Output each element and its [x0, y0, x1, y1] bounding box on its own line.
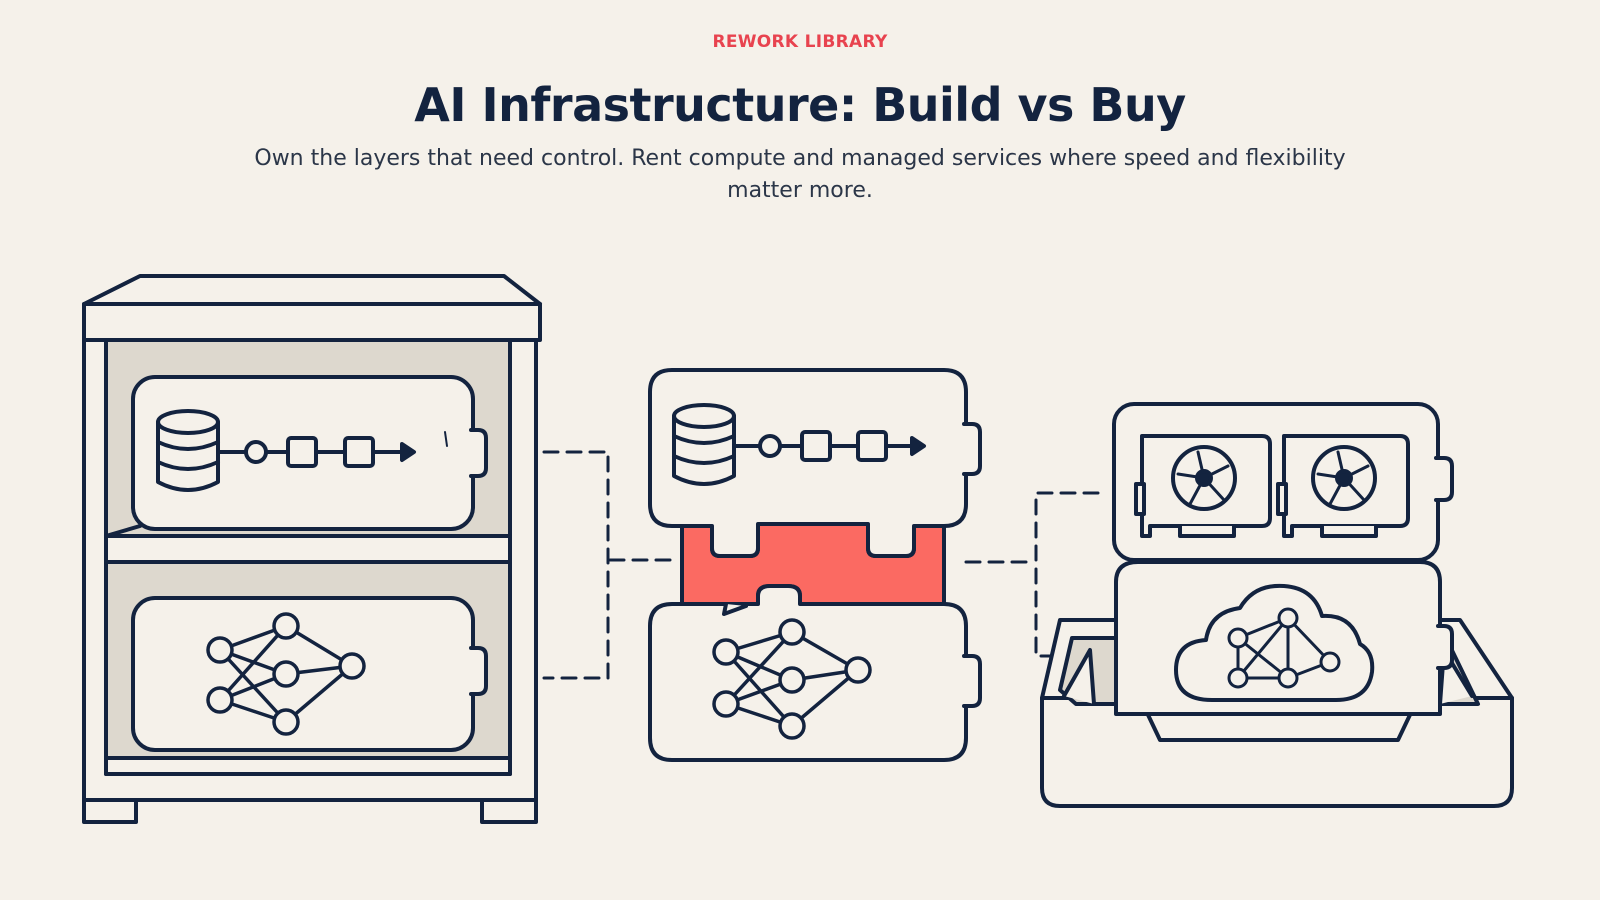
- cloud-network-icon: [1174, 583, 1375, 702]
- owned-data-pipeline-module: [131, 375, 488, 531]
- cabinet-shelf: [104, 534, 512, 564]
- hybrid-model-module: [648, 584, 982, 762]
- managed-cloud-module: [1114, 560, 1454, 716]
- pipeline-arrow-icon: [732, 430, 926, 462]
- cabinet-foot-right: [480, 796, 538, 824]
- brand-label: REWORK LIBRARY: [712, 32, 888, 52]
- cabinet-top-surface: [82, 274, 542, 306]
- connector-owned-to-hybrid: [542, 450, 678, 680]
- database-icon: [156, 409, 220, 492]
- cabinet-top-front: [82, 302, 542, 342]
- hybrid-data-pipeline-module: [648, 368, 982, 558]
- gpu-card-icon: [1134, 434, 1272, 538]
- cabinet-foot-left: [82, 796, 138, 824]
- cabinet-bottom-rail: [104, 756, 512, 776]
- page-title: AI Infrastructure: Build vs Buy: [414, 78, 1186, 132]
- owned-cabinet: [82, 274, 542, 824]
- hybrid-stack: [648, 368, 982, 762]
- neural-network-icon: [206, 612, 366, 736]
- gpu-compute-module: [1112, 402, 1454, 562]
- pipeline-arrow-icon: [216, 436, 416, 468]
- connector-hybrid-to-rented: [964, 491, 1100, 658]
- page-subtitle: Own the layers that need control. Rent c…: [254, 146, 1346, 203]
- owned-model-module: [131, 596, 488, 752]
- database-icon: [672, 403, 736, 486]
- gpu-card-icon: [1276, 434, 1410, 538]
- neural-network-icon: [712, 618, 872, 740]
